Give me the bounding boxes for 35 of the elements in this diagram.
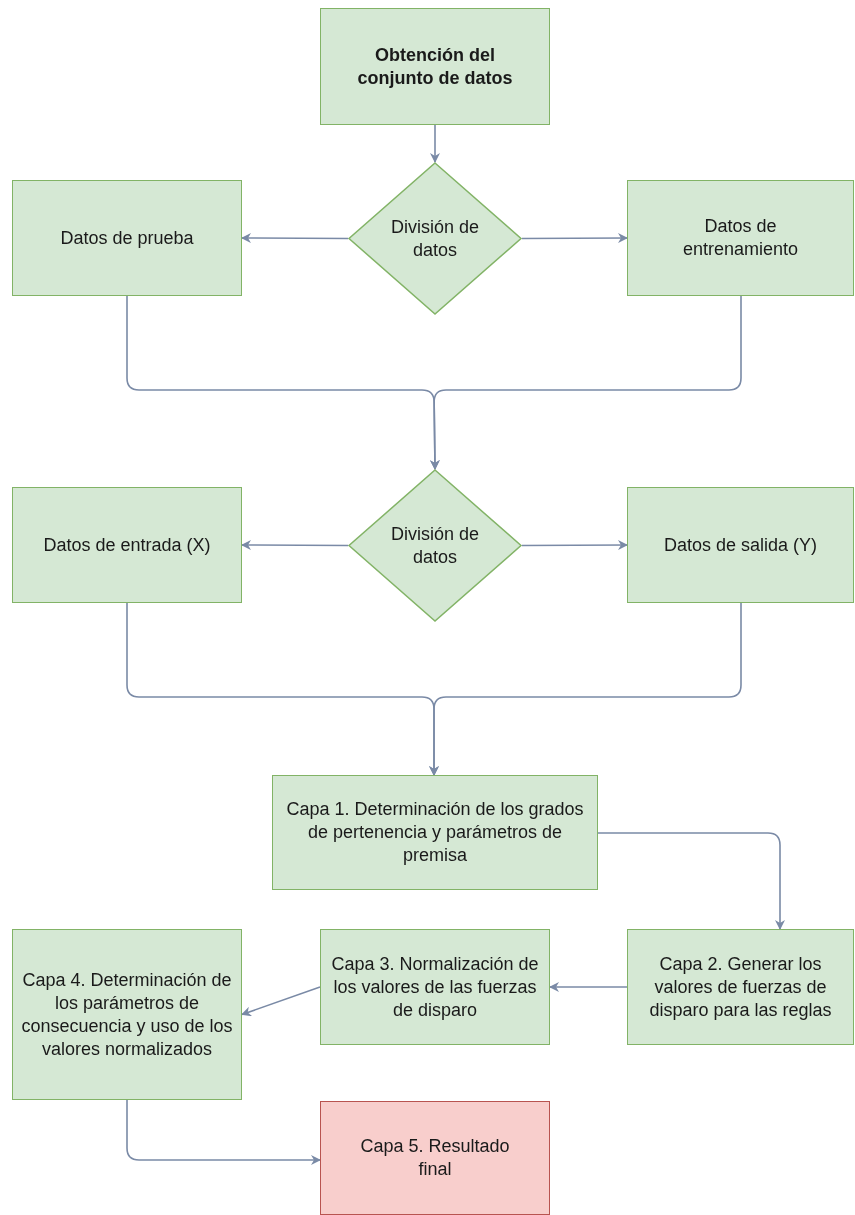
node-label: Obtención del conjunto de datos	[356, 43, 514, 90]
process-box	[12, 180, 242, 296]
node-label: Datos de entrada (X)	[43, 533, 211, 557]
process-box	[627, 929, 854, 1045]
arrow	[126, 1099, 321, 1165]
arrow	[241, 233, 349, 244]
node-label: Capa 5. Resultado final	[359, 1135, 511, 1181]
arrow	[521, 540, 628, 551]
process-box	[627, 180, 854, 296]
arrow	[549, 982, 628, 992]
decision-diamond	[348, 469, 522, 622]
node-label: Capa 4. Determinación de los parámetros de consecuencia y uso de los valores normalizados	[20, 968, 234, 1061]
arrow	[241, 986, 321, 1017]
process-box	[627, 487, 854, 603]
process-box	[12, 929, 242, 1100]
arrow	[521, 233, 628, 244]
node-label: División de datos	[389, 215, 480, 262]
node-label: Capa 3. Normalización de los valores de las fuerzas de disparo	[330, 952, 540, 1022]
process-box	[272, 775, 598, 890]
node-label: Datos de salida (Y)	[663, 533, 818, 557]
node-label: Capa 1. Determinación de los grados de pertenencia y parámetros de premisa	[285, 798, 585, 867]
node-label: Datos de entrenamiento	[681, 215, 800, 261]
process-box	[12, 487, 242, 603]
process-box	[320, 8, 550, 125]
arrow	[241, 540, 349, 551]
node-label: División de datos	[389, 522, 480, 569]
process-box	[320, 1101, 550, 1215]
decision-diamond	[348, 162, 522, 315]
process-box	[320, 929, 550, 1045]
arrow	[597, 832, 785, 930]
node-label: Datos de prueba	[60, 226, 194, 250]
arrow	[430, 124, 440, 163]
arrow	[429, 295, 742, 470]
node-label: Capa 2. Generar los valores de fuerzas de disparo para las reglas	[648, 952, 833, 1022]
arrow	[429, 602, 742, 776]
